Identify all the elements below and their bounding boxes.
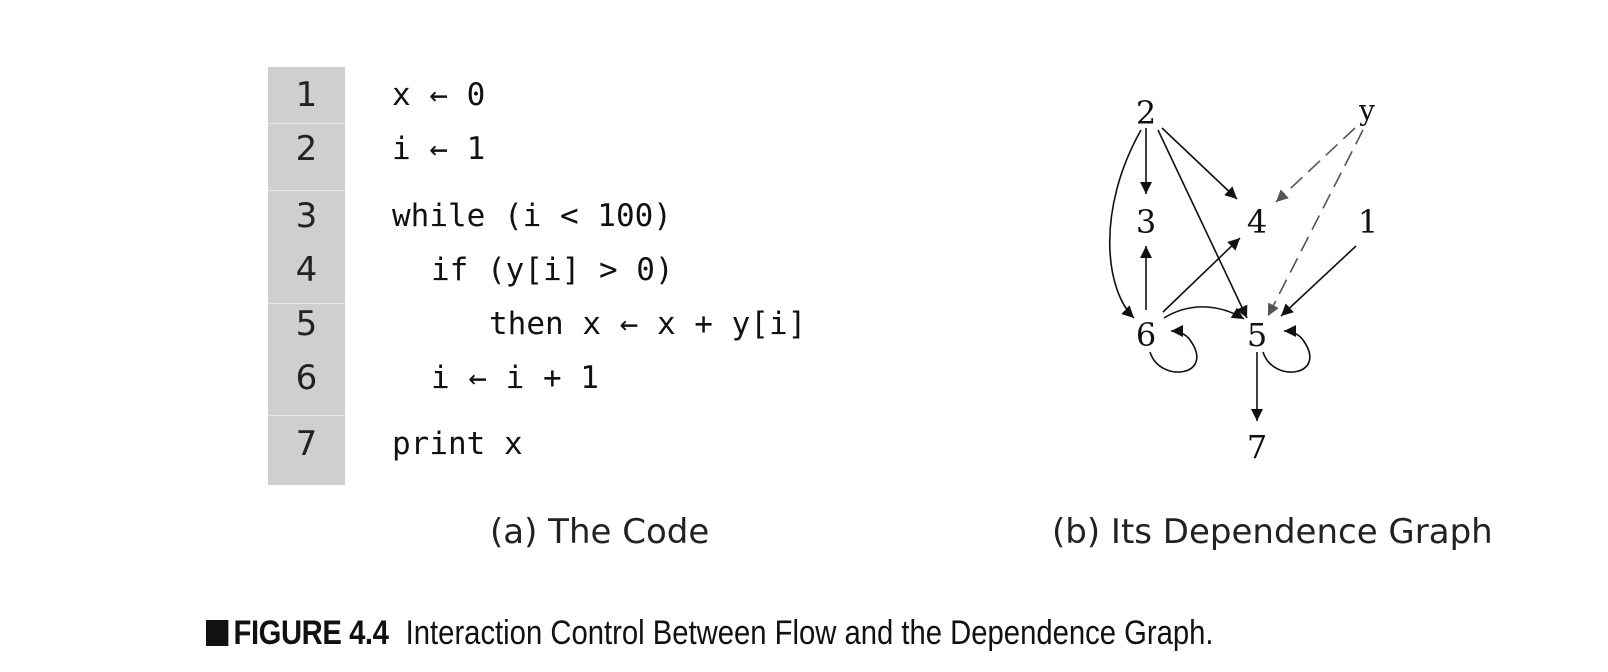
node-4: 4	[1247, 203, 1267, 241]
gutter-divider	[268, 190, 345, 191]
gutter-divider	[268, 415, 345, 416]
gutter-divider	[268, 123, 345, 124]
node-3: 3	[1136, 203, 1156, 241]
code-line: x ← 0	[392, 77, 486, 113]
line-number: 7	[295, 424, 318, 464]
figure-caption: FIGURE 4.4 Interaction Control Between Fl…	[206, 613, 1214, 653]
edge-5-5-loop	[1262, 325, 1311, 373]
code-line: if (y[i] > 0)	[431, 252, 674, 288]
graph-caption: (b) Its Dependence Graph	[1052, 512, 1493, 552]
node-1: 1	[1358, 203, 1378, 241]
line-number: 5	[295, 304, 318, 344]
edge-1-5	[1280, 245, 1357, 317]
code-line: i ← 1	[392, 131, 486, 167]
edge-2-4	[1161, 127, 1238, 200]
node-5: 5	[1247, 316, 1267, 354]
figure-text: Interaction Control Between Flow and the…	[405, 614, 1214, 652]
code-caption: (a) The Code	[490, 512, 710, 552]
code-line: print x	[392, 426, 523, 462]
line-number: 1	[295, 75, 318, 115]
code-line: while (i < 100)	[392, 198, 672, 234]
edge-2-5	[1157, 129, 1248, 319]
edge-y-5	[1267, 129, 1364, 317]
code-line: i ← i + 1	[431, 360, 599, 396]
node-7: 7	[1247, 428, 1267, 466]
node-y: y	[1358, 94, 1375, 127]
edge-y-4	[1275, 127, 1356, 203]
line-number-gutter	[268, 67, 345, 485]
node-2: 2	[1136, 94, 1156, 132]
line-number: 2	[295, 129, 318, 169]
caption-square-icon	[206, 620, 229, 646]
code-line: then x ← x + y[i]	[489, 306, 807, 342]
node-6: 6	[1136, 316, 1156, 354]
line-number: 6	[295, 358, 318, 398]
edge-2-6	[1109, 129, 1142, 319]
edge-6-5	[1163, 306, 1245, 320]
line-number: 4	[295, 250, 318, 290]
gutter-divider	[268, 303, 345, 304]
edge-6-6-loop	[1149, 325, 1198, 373]
line-number: 3	[295, 196, 318, 236]
edge-6-4	[1162, 237, 1241, 313]
figure-label: FIGURE 4.4	[233, 614, 389, 652]
